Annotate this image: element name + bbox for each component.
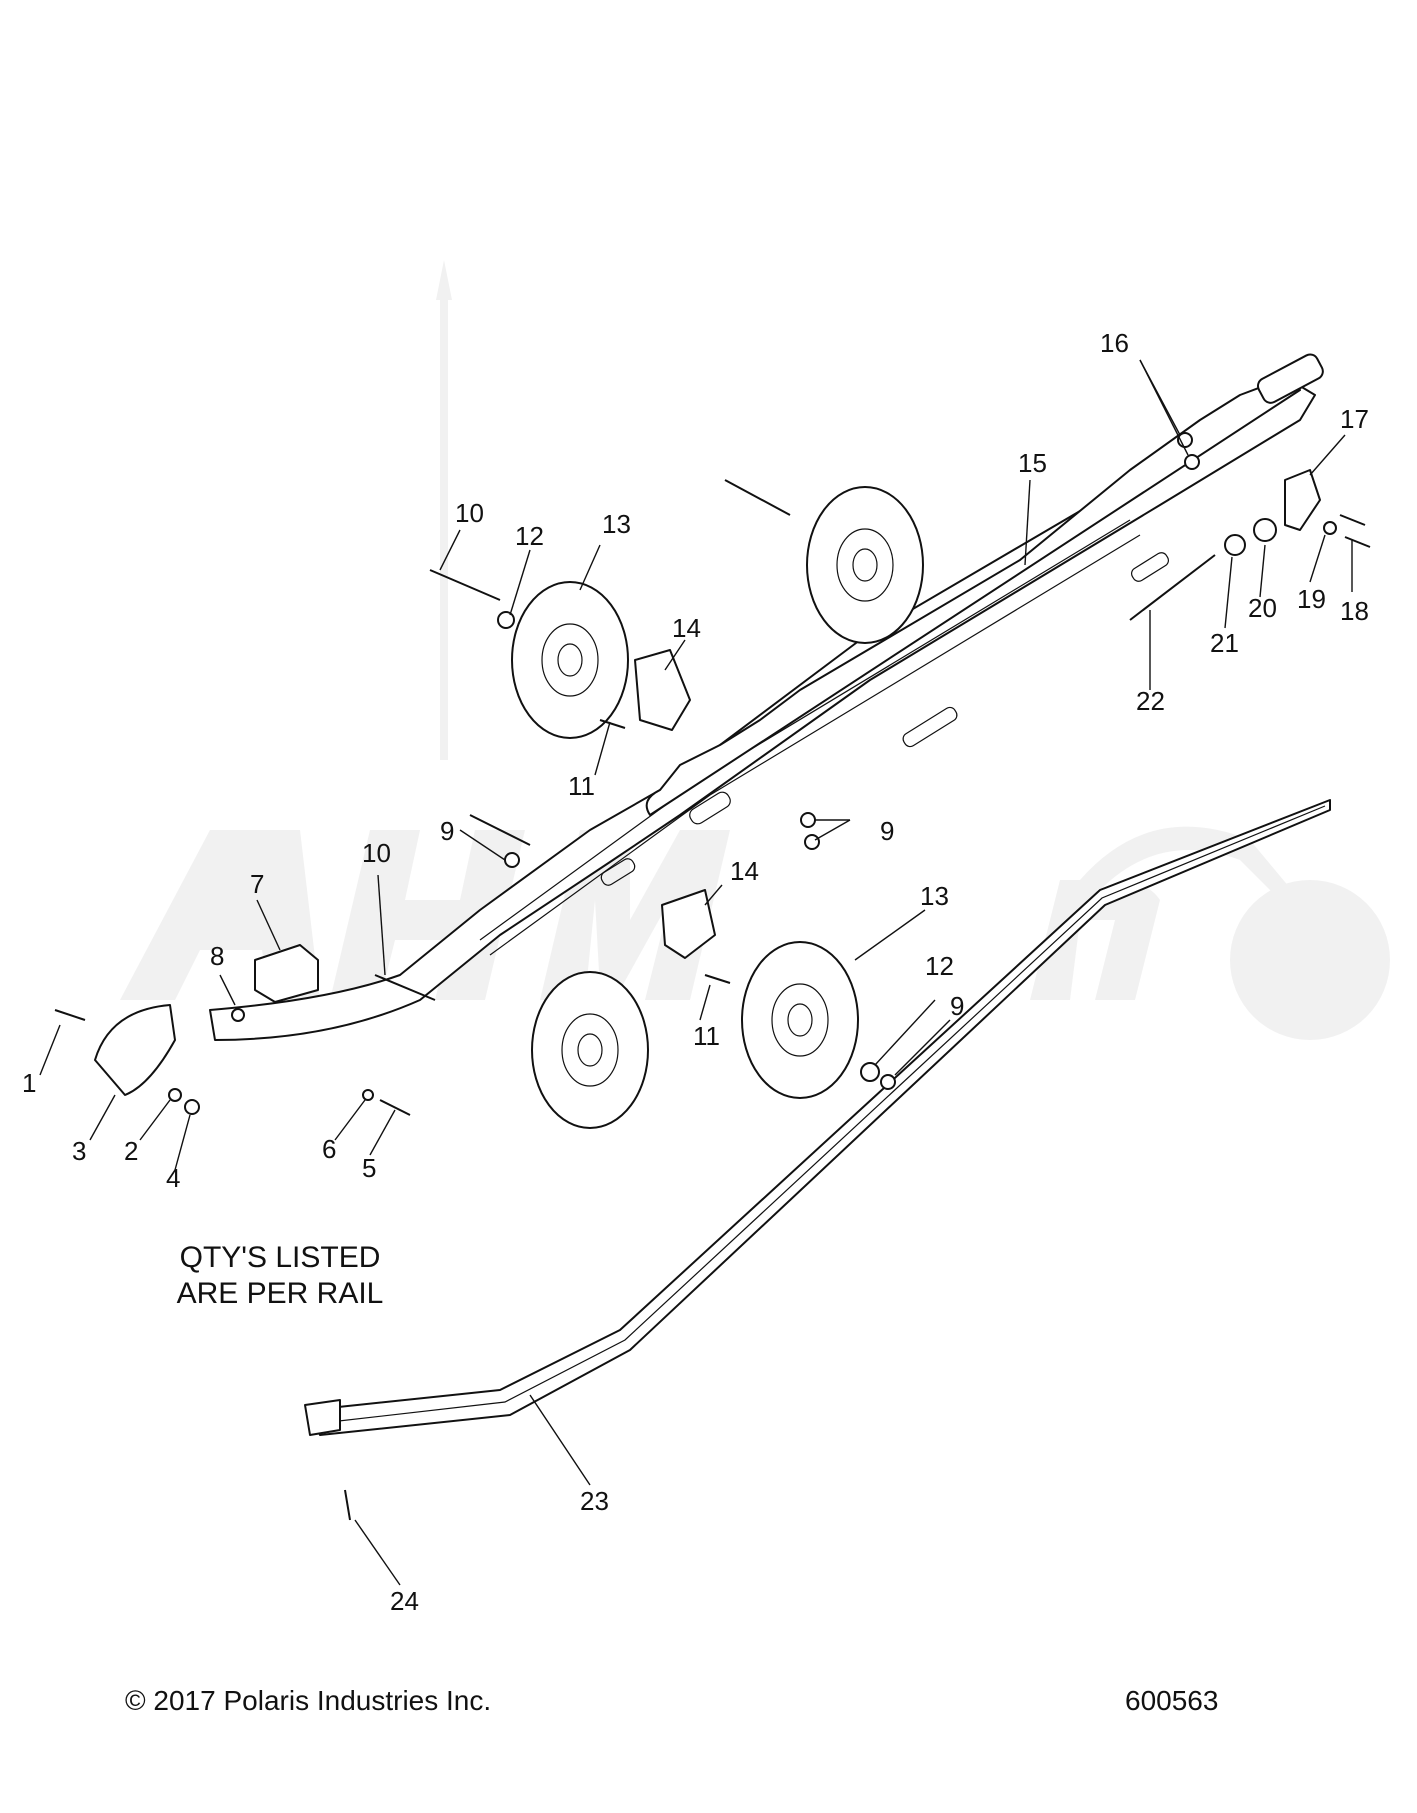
bolt-11-upper	[599, 719, 626, 729]
callout-21: 21	[1210, 628, 1239, 658]
bolt-upper-right	[724, 479, 791, 516]
nut-9-c	[504, 852, 520, 868]
nut-9-a	[800, 812, 816, 828]
callout-24: 24	[390, 1586, 419, 1616]
callout-14-lower: 14	[730, 856, 759, 886]
callout-14-upper: 14	[672, 613, 701, 643]
callout-12-upper: 12	[515, 521, 544, 551]
callout-9-center: 9	[880, 816, 894, 846]
quantity-note-line-2: ARE PER RAIL	[176, 1277, 384, 1310]
callout-labels: 1 2 3 4 5 6 7 8 9 9 9 10 10 11 11 12 12 …	[22, 328, 1369, 1616]
wheel-13-lower-right	[741, 941, 859, 1099]
washer-19	[1323, 521, 1337, 535]
callout-8: 8	[210, 941, 224, 971]
bolt-11-lower	[704, 974, 731, 984]
callout-9-left: 9	[440, 816, 454, 846]
wheel-13-lower-left	[531, 971, 649, 1129]
callout-17: 17	[1340, 404, 1369, 434]
washer-6	[362, 1089, 374, 1101]
callout-3: 3	[72, 1136, 86, 1166]
callout-13-lower: 13	[920, 881, 949, 911]
quantity-note: QTY'S LISTED ARE PER RAIL	[160, 1240, 400, 1312]
callout-5: 5	[362, 1153, 376, 1183]
callout-20: 20	[1248, 593, 1277, 623]
washer-2	[168, 1088, 182, 1102]
bracket-14-lower	[661, 889, 716, 959]
bolt-10-upper	[429, 569, 501, 601]
spacer-20	[1253, 518, 1277, 542]
bolt-18-b	[1344, 536, 1371, 548]
callout-13-upper: 13	[602, 509, 631, 539]
nut-9-lower-right	[880, 1074, 896, 1090]
callout-22: 22	[1136, 686, 1165, 716]
bracket-14-upper	[634, 649, 691, 731]
bolt-mid	[469, 814, 531, 846]
bolt-1	[54, 1009, 86, 1021]
slide-23	[304, 799, 1331, 1436]
callout-16: 16	[1100, 328, 1129, 358]
callout-11-lower: 11	[693, 1021, 720, 1051]
watermark-logo	[120, 260, 1390, 1040]
nut-9-b	[804, 834, 820, 850]
nut-16-b	[1184, 454, 1200, 470]
washer-12-lower	[860, 1062, 880, 1082]
bolt-10-lower	[374, 974, 436, 1001]
callout-10-lower: 10	[362, 838, 391, 868]
block-7	[254, 944, 319, 1003]
nut-21	[1224, 534, 1246, 556]
callout-4: 4	[166, 1163, 180, 1193]
nut-4	[184, 1099, 200, 1115]
callout-2: 2	[124, 1136, 138, 1166]
callout-6: 6	[322, 1134, 336, 1164]
stud-22	[1129, 554, 1216, 621]
callout-10-upper: 10	[455, 498, 484, 528]
screw-24	[344, 1489, 351, 1521]
callout-9-right: 9	[950, 991, 964, 1021]
rail-15	[209, 353, 1324, 1041]
quantity-note-line-1: QTY'S LISTED	[179, 1241, 381, 1274]
callout-11-upper: 11	[568, 771, 595, 801]
washer-12-upper	[497, 611, 515, 629]
callout-1: 1	[22, 1068, 36, 1098]
callout-7: 7	[250, 869, 264, 899]
wheel-13-upper-right	[806, 486, 924, 644]
callout-15: 15	[1018, 448, 1047, 478]
figure-number: 600563	[1125, 1685, 1219, 1716]
bracket-17	[1284, 469, 1321, 531]
bumper-3	[94, 1004, 176, 1096]
bolt-5	[379, 1099, 411, 1116]
callout-18: 18	[1340, 596, 1369, 626]
wheel-13-upper-left	[511, 581, 629, 739]
callout-12-lower: 12	[925, 951, 954, 981]
callout-19: 19	[1297, 584, 1326, 614]
callout-23: 23	[580, 1486, 609, 1516]
nut-8	[231, 1008, 245, 1022]
leader-lines	[39, 359, 1353, 1586]
bolt-18-a	[1339, 514, 1366, 526]
copyright-text: © 2017 Polaris Industries Inc.	[125, 1685, 492, 1716]
